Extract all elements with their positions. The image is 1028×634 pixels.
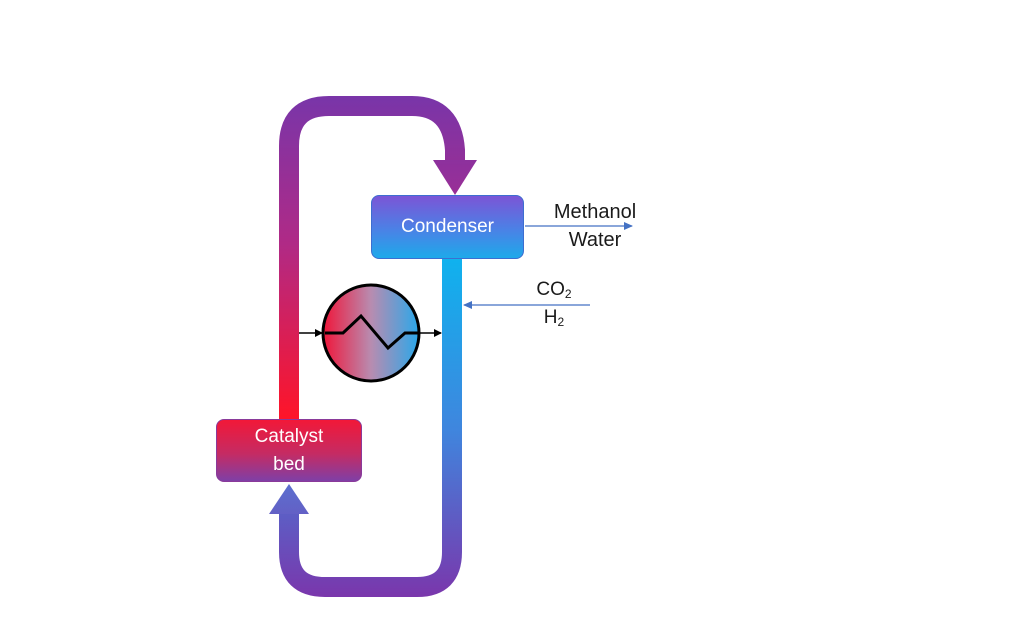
feed-h2-label: H2 bbox=[543, 307, 565, 329]
condenser-inlet-arrowhead bbox=[433, 160, 477, 195]
catalyst-inlet-arrowhead bbox=[269, 484, 309, 514]
condenser-label: Condenser bbox=[401, 216, 494, 237]
product-labels: Methanol Water bbox=[540, 198, 650, 254]
product-water-label: Water bbox=[568, 229, 622, 251]
catalyst-bed-label-line-2: bed bbox=[273, 453, 305, 475]
condenser-box: Condenser bbox=[371, 195, 524, 259]
catalyst-bed-box: Catalyst bed bbox=[216, 419, 362, 482]
catalyst-bed-label-line-1: Catalyst bbox=[254, 425, 324, 447]
cool-return-pipe bbox=[279, 258, 462, 597]
feed-co2-label: CO2 bbox=[536, 279, 572, 301]
product-methanol-label: Methanol bbox=[553, 201, 637, 223]
heat-exchanger-icon bbox=[321, 283, 421, 383]
hot-recycle-pipe bbox=[279, 96, 465, 420]
feed-labels: CO2 H2 bbox=[520, 276, 588, 332]
